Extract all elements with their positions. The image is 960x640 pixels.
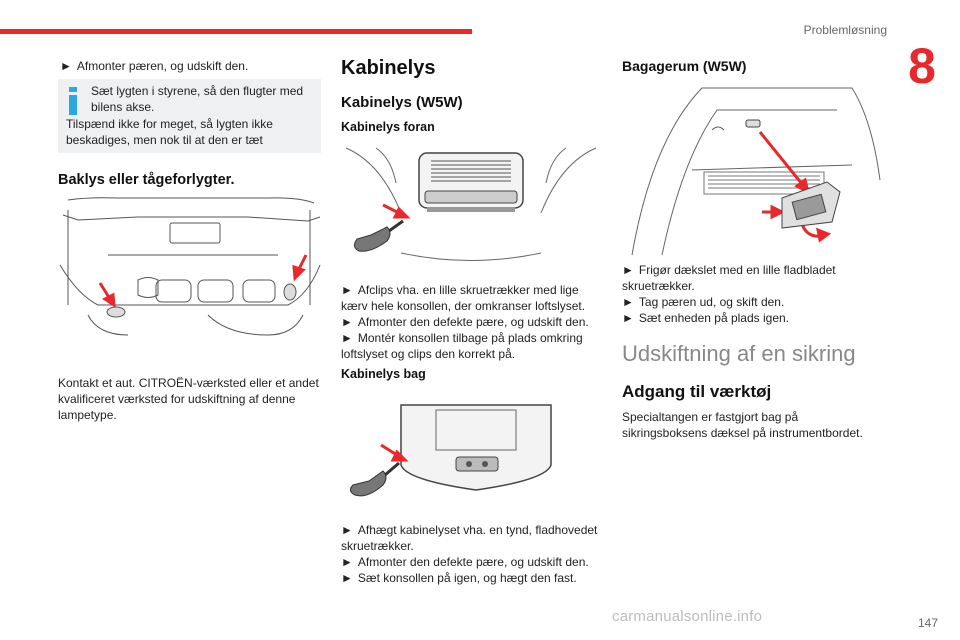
rear-steps: ►Afhægt kabinelyset vha. en tynd, fladho…	[341, 522, 603, 586]
heading-tool-access: Adgang til værktøj	[622, 382, 772, 401]
triangle-bullet-icon: ►	[341, 555, 353, 569]
subheading-kabinelys-w5w: Kabinelys (W5W)	[341, 94, 463, 111]
info-box: Sæt lygten i styrene, så den flugter med…	[58, 79, 321, 153]
rear-step-1-cont: skruetrækker.	[341, 539, 414, 553]
left-text-line-1: Kontakt et aut. CITROËN-værksted eller e…	[58, 376, 319, 390]
triangle-bullet-icon: ►	[60, 59, 72, 73]
section-title: Problemløsning	[803, 23, 887, 37]
triangle-bullet-icon: ►	[341, 315, 353, 329]
triangle-bullet-icon: ►	[341, 523, 353, 537]
chapter-number: 8	[908, 38, 936, 94]
rear-cabin-light-illustration	[349, 404, 552, 497]
heading-rear-cabin-light: Kabinelys bag	[341, 367, 426, 381]
rear-bumper-illustration	[59, 197, 321, 336]
front-steps: ►Afclips vha. en lille skruetrækker med …	[341, 282, 603, 362]
heading-reverse-fog-lights: Baklys eller tågeforlygter.	[58, 172, 235, 188]
rear-step-1: ►Afhægt kabinelyset vha. en tynd, fladho…	[341, 523, 598, 537]
heading-bagagerum: Bagagerum (W5W)	[622, 58, 747, 74]
info-line-2: bilens akse.	[91, 100, 155, 114]
left-text-line-2: kvalificeret værksted for udskiftning af…	[58, 392, 296, 406]
heading-front-cabin-light: Kabinelys foran	[341, 120, 435, 134]
tools-text-1: Specialtangen er fastgjort bag på	[622, 410, 799, 424]
triangle-bullet-icon: ►	[341, 331, 353, 345]
info-line-4: beskadiges, men nok til at den er tæt	[66, 133, 263, 147]
front-step-2: ►Afmonter den defekte pære, og udskift d…	[341, 315, 589, 329]
front-step-1: ►Afclips vha. en lille skruetrækker med …	[341, 283, 579, 297]
triangle-bullet-icon: ►	[622, 263, 634, 277]
front-step-3: ►Montér konsollen tilbage på plads omkri…	[341, 331, 583, 345]
triangle-bullet-icon: ►	[622, 311, 634, 325]
triangle-bullet-icon: ►	[341, 571, 353, 585]
info-line-3: Tilspænd ikke for meget, så lygten ikke	[66, 117, 273, 131]
boot-steps: ►Frigør dækslet med en lille fladbladet …	[622, 262, 884, 326]
watermark: carmanualsonline.info	[612, 608, 763, 625]
left-step-1: ►Afmonter pæren, og udskift den.	[60, 59, 249, 73]
boot-light-illustration	[631, 87, 881, 256]
triangle-bullet-icon: ►	[622, 295, 634, 309]
rear-step-3: ►Sæt konsollen på igen, og hægt den fast…	[341, 571, 577, 585]
triangle-bullet-icon: ►	[341, 283, 353, 297]
front-step-3-cont: loftslyset og clips den korrekt på.	[341, 347, 516, 361]
heading-kabinelys: Kabinelys	[341, 57, 436, 79]
boot-step-2: ►Tag pæren ud, og skift den.	[622, 295, 785, 309]
boot-step-3: ►Sæt enheden på plads igen.	[622, 311, 790, 325]
heading-fuse-replacement: Udskiftning af en sikring	[622, 341, 856, 366]
front-step-1-cont: kærv hele konsollen, der omkranser lofts…	[341, 299, 586, 313]
rear-step-2: ►Afmonter den defekte pære, og udskift d…	[341, 555, 589, 569]
boot-step-1: ►Frigør dækslet med en lille fladbladet	[622, 263, 836, 277]
tools-text-2: sikringsboksens dæksel på instrumentbord…	[622, 426, 863, 440]
left-text-line-3: lampetype.	[58, 408, 117, 422]
header-accent-bar	[0, 29, 472, 34]
front-cabin-light-illustration	[345, 147, 597, 261]
info-line-1: Sæt lygten i styrene, så den flugter med	[91, 84, 304, 98]
boot-step-1-cont: skruetrækker.	[622, 279, 695, 293]
info-icon	[69, 87, 77, 115]
page-number: 147	[917, 616, 938, 630]
